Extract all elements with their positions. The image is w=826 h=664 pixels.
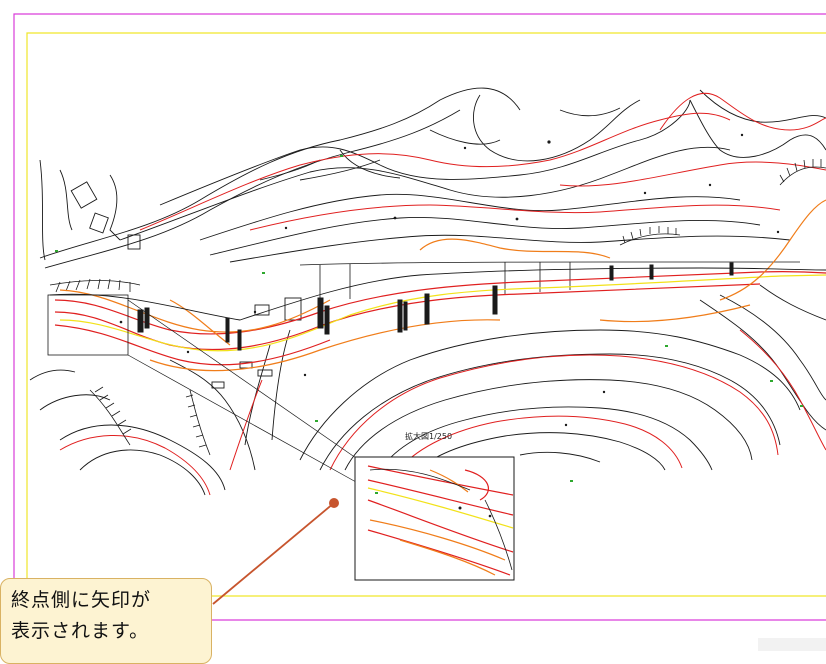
enlarged-view-label: 拡大図1/250 — [405, 432, 453, 441]
detail-source-box — [47, 294, 129, 356]
crossing-structures — [137, 262, 734, 351]
contour-lines-upper — [39, 87, 826, 269]
contour-lines-lower-red — [59, 329, 826, 496]
sheet-border — [13, 13, 826, 621]
contour-lines-lower — [29, 284, 826, 496]
survey-points — [119, 133, 780, 427]
corner-panel — [758, 638, 826, 651]
green-point-marks — [55, 155, 803, 482]
callout-text: 終点側に矢印が 表示されます。 — [11, 589, 152, 642]
callout-box: 終点側に矢印が 表示されます。 — [0, 578, 212, 664]
slope-hatching — [49, 159, 826, 456]
inner-frame — [26, 32, 826, 597]
enlarged-detail-view — [354, 456, 515, 581]
detail-leader-lines — [127, 299, 357, 483]
contour-lines-upper-red — [139, 92, 826, 231]
callout-pointer — [212, 498, 339, 605]
building-outlines — [39, 159, 302, 389]
